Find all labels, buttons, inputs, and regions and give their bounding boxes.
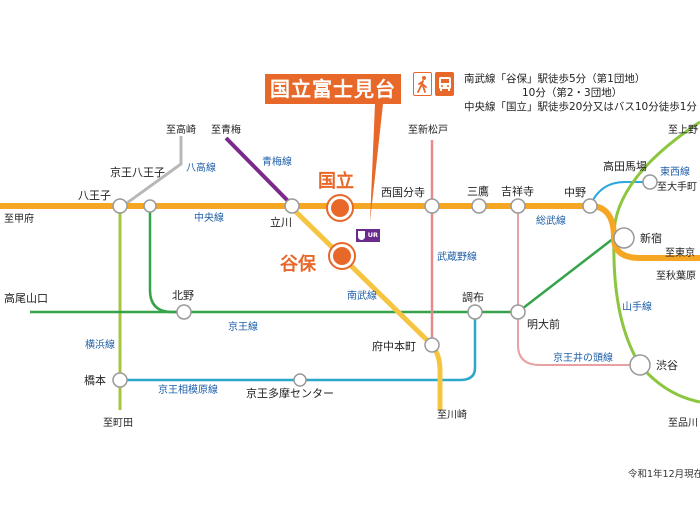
access-line-3: 中央線「国立」駅徒歩20分又はバス10分徒歩1分 — [464, 101, 697, 113]
callout-pointer — [370, 104, 383, 222]
label-shinjuku: 新宿 — [640, 231, 662, 245]
label-kitano: 北野 — [172, 289, 194, 302]
line-label-keio: 京王線 — [228, 320, 258, 333]
line-label-ome: 青梅線 — [262, 155, 292, 168]
station-shinjuku[interactable] — [613, 227, 635, 249]
label-takadanobaba: 高田馬場 — [603, 159, 647, 173]
station-hachioji[interactable] — [112, 198, 128, 214]
access-line-1: 南武線「谷保」駅徒歩5分（第1団地） — [464, 73, 646, 85]
yamanote-line — [612, 120, 700, 404]
line-label-tozai: 東西線 — [660, 165, 690, 178]
label-kunitachi: 国立 — [318, 170, 354, 191]
station-tachikawa[interactable] — [284, 198, 300, 214]
keio-line — [30, 237, 615, 314]
ome-line — [224, 136, 294, 207]
dest-ueno: 至上野 — [668, 124, 698, 136]
label-fuchuhonmachi: 府中本町 — [372, 339, 416, 353]
station-kichijoji[interactable] — [510, 198, 526, 214]
line-label-yamanote: 山手線 — [622, 300, 652, 313]
label-meidaimae: 明大前 — [527, 317, 560, 331]
line-label-sobu: 総武線 — [536, 214, 566, 227]
dest-kofu: 至甲府 — [4, 212, 34, 225]
label-keio-hachioji: 京王八王子 — [110, 165, 165, 179]
line-label-yokohama: 横浜線 — [85, 338, 115, 351]
walk-icon — [413, 72, 432, 96]
line-label-musashino: 武蔵野線 — [437, 250, 477, 263]
station-kunitachi-marker[interactable] — [326, 194, 354, 222]
dest-shinmatsudo: 至新松戸 — [408, 123, 448, 136]
dest-tokyo: 至東京 — [665, 246, 695, 259]
label-nishikokubunji: 西国分寺 — [381, 186, 425, 199]
line-label-nambu: 南武線 — [347, 289, 377, 302]
label-takaoyamaguchi: 高尾山口 — [4, 291, 48, 305]
station-nishikokubunji[interactable] — [424, 198, 440, 214]
dest-otemachi: 至大手町 — [657, 180, 697, 193]
station-mitaka[interactable] — [471, 198, 487, 214]
line-label-keio-sagamihara: 京王相模原線 — [158, 383, 218, 396]
station-keio-hachioji[interactable] — [143, 199, 157, 213]
ur-logo: UR — [356, 229, 380, 242]
label-hashimoto: 橋本 — [84, 373, 106, 387]
station-kitano[interactable] — [176, 304, 192, 320]
station-chofu[interactable] — [467, 304, 483, 320]
label-mitaka: 三鷹 — [467, 184, 489, 198]
station-nakano[interactable] — [582, 198, 598, 214]
property-name-callout: 国立富士見台 — [265, 74, 401, 104]
access-line-2: 10分（第2・3団地） — [522, 87, 623, 99]
label-hachioji: 八王子 — [78, 189, 111, 202]
dest-takasaki: 至高崎 — [166, 123, 196, 136]
dest-ome: 至青梅 — [211, 123, 241, 136]
line-label-chuo: 中央線 — [194, 211, 224, 224]
label-kichijoji: 吉祥寺 — [501, 184, 534, 198]
station-keio-tama-center[interactable] — [293, 373, 307, 387]
station-takadanobaba[interactable] — [642, 174, 658, 190]
dest-shinagawa: 至品川 — [668, 417, 698, 429]
date-note: 令和1年12月現在 — [628, 469, 700, 480]
station-yaho-marker[interactable] — [328, 242, 356, 270]
station-hashimoto[interactable] — [112, 372, 128, 388]
label-tachikawa: 立川 — [270, 215, 292, 229]
bus-icon — [435, 72, 454, 96]
station-fuchuhonmachi[interactable] — [424, 337, 440, 353]
label-nakano: 中野 — [564, 186, 586, 199]
access-info: 南武線「谷保」駅徒歩5分（第1団地） 10分（第2・3団地） 中央線「国立」駅徒… — [464, 72, 697, 114]
dest-machida: 至町田 — [103, 417, 133, 429]
inokashira-line — [517, 206, 640, 366]
label-keio-tama-center: 京王多摩センター — [246, 386, 334, 400]
line-label-hachiko: 八高線 — [186, 161, 216, 174]
label-yaho: 谷保 — [280, 253, 317, 274]
label-shibuya: 渋谷 — [656, 359, 678, 372]
hachiko-line — [119, 136, 183, 210]
access-icons — [413, 72, 454, 96]
sagamihara-line — [120, 312, 477, 382]
label-chofu: 調布 — [462, 290, 484, 304]
station-meidaimae[interactable] — [510, 304, 526, 320]
line-label-keio-inokashira: 京王井の頭線 — [553, 351, 613, 364]
dest-akihabara: 至秋葉原 — [656, 269, 696, 282]
station-shibuya[interactable] — [629, 354, 651, 376]
dest-kawasaki: 至川崎 — [437, 408, 467, 421]
